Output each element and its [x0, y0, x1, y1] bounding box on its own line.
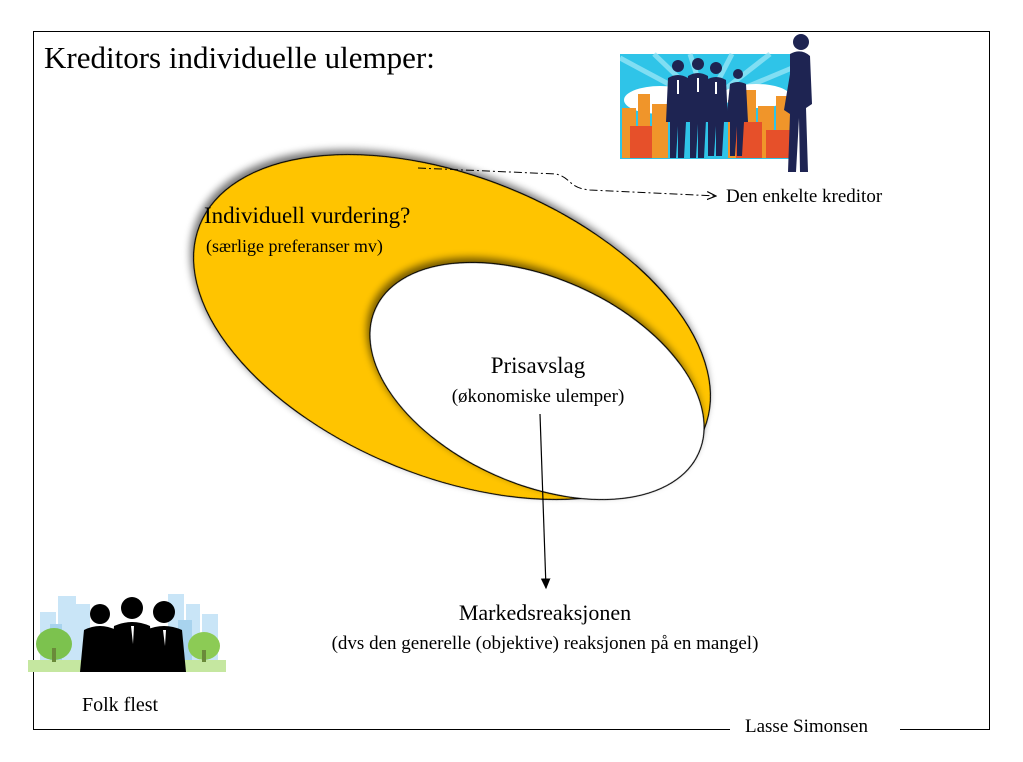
slide-frame: [33, 31, 990, 730]
public-group-label: Folk flest: [82, 694, 159, 716]
inner-ellipse-heading: Prisavslag: [490, 353, 586, 378]
inner-ellipse: [369, 261, 705, 501]
connector-individual: [417, 167, 716, 196]
slide-title: Kreditors individuelle ulemper:: [44, 40, 435, 75]
market-reaction-subheading: (dvs den generelle (objektive) reaksjone…: [331, 633, 759, 654]
outer-ellipse-subheading: (særlige preferanser mv): [206, 236, 383, 256]
footer-rule-left: [33, 729, 730, 730]
people-city-icon: [28, 594, 226, 672]
business-group-icon: [620, 34, 812, 172]
market-reaction-heading: Markedsreaksjonen: [458, 600, 632, 625]
author-name: Lasse Simonsen: [745, 716, 868, 737]
individual-creditor-label: Den enkelte kreditor: [726, 186, 883, 207]
footer-rule-right: [900, 729, 989, 730]
connector-market: [539, 413, 551, 590]
inner-ellipse-subheading: (økonomiske ulemper): [451, 386, 625, 407]
outer-ellipse-heading: Individuell vurdering?: [204, 203, 411, 228]
